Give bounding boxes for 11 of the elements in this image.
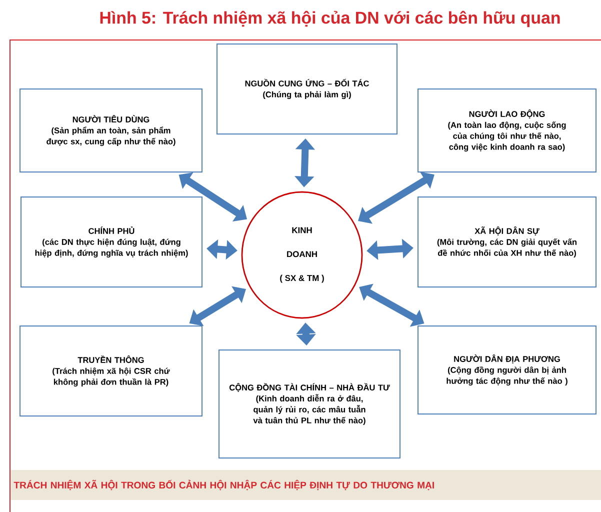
- stakeholder-box: TRUYỀN THÔNG (Trách nhiệm xã hội CSR chứ không phải đơn thuần là PR): [20, 326, 202, 416]
- double-arrow: [358, 172, 434, 224]
- stakeholder-box: NGƯỜI DÂN ĐỊA PHƯƠNG (Cộng đồng người dân bị ảnh hưởng tác động như thế nào ): [418, 326, 596, 414]
- stakeholder-box: XÃ HỘI DÂN SỰ (Môi trường, các DN giải quyết vấn đề nhức nhối của XH như thế nào): [418, 196, 596, 288]
- stakeholder-box: CHÍNH PHỦ (các DN thực hiện đúng luật, đứng hiệp định, đứng nghĩa vụ trách nhiệm): [20, 196, 202, 288]
- title: Hình 5: Trách nhiệm xã hội của DN với các bên hữu quan: [100, 10, 560, 28]
- stakeholder-box: NGUỒN CUNG ỨNG – ĐỐI TÁC (Chúng ta phải làm gì): [216, 44, 398, 134]
- stakeholder-box: NGƯỜI LAO ĐỘNG (An toàn lao động, cuộc sống của chúng tôi như thế nào, công việc kinh doanh ra sao): [418, 88, 596, 172]
- banner: TRÁCH NHIỆM XÃ HỘI TRONG BỐI CẢNH HỘI NHẬP CÁC HIỆP ĐỊNH TỰ DO THƯƠNG MẠI: [10, 470, 601, 500]
- stakeholder-box: NGƯỜI TIÊU DÙNG (Sản phẩm an toàn, sản phẩm được sx, cung cấp như thế nào): [20, 88, 202, 172]
- stakeholder-box: CỘNG ĐỒNG TÀI CHÍNH – NHÀ ĐẦU TƯ (Kinh doanh diễn ra ở đâu, quản lý rủi ro, các mâu tuẫn và tuân thủ PL như thế nào): [218, 350, 400, 458]
